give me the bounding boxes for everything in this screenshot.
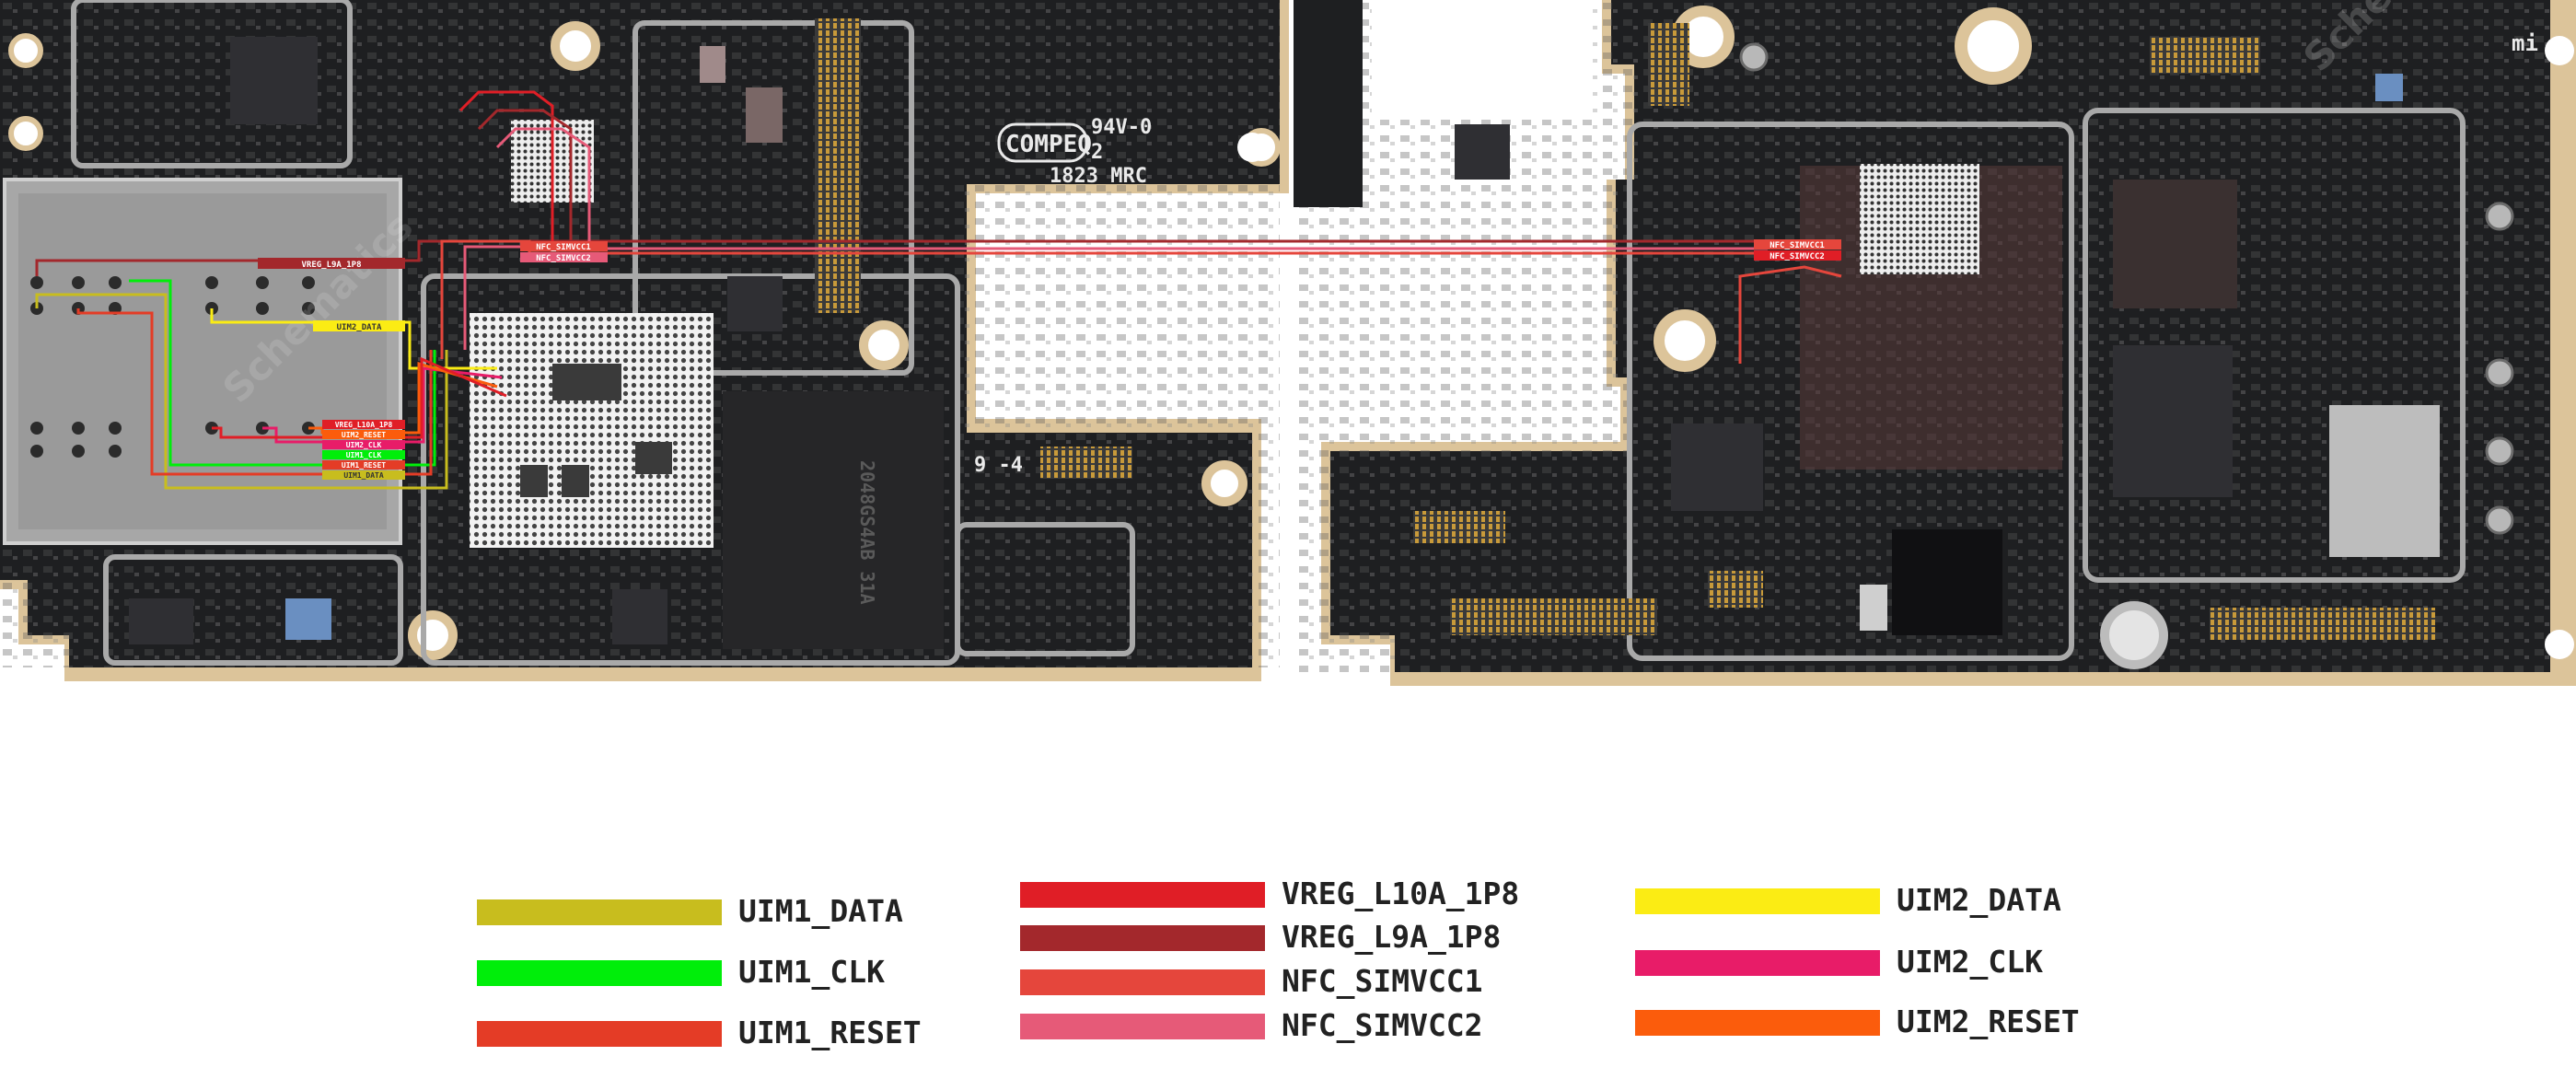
silkscreen-date-code: 1823 MRC [1050, 165, 1147, 188]
stack-tag-bg [322, 440, 405, 449]
silkscreen-brand-mark: mi [2512, 30, 2538, 56]
stack-tag-bg [322, 470, 405, 480]
pcb-board-diagram: 2048GS4AB 31A COMPEQ 94V-0 2 1823 MRC 9 … [0, 0, 2576, 686]
legend-swatch [477, 899, 722, 925]
legend-label: NFC_SIMVCC1 [1282, 963, 1483, 999]
legend-swatch [477, 1021, 722, 1047]
legend-swatch [1020, 1014, 1265, 1039]
soc-chip [470, 313, 714, 548]
chip-marking: 2048GS4AB 31A [856, 460, 878, 605]
stack-tag-bg [322, 460, 405, 470]
legend-swatch [1635, 950, 1880, 976]
silkscreen-layer-mark: 9 -4 [974, 454, 1023, 477]
legend-label: UIM2_DATA [1897, 882, 2061, 918]
legend-label: UIM1_CLK [738, 954, 885, 990]
legend-label: UIM1_RESET [738, 1015, 922, 1050]
legend-label: UIM2_CLK [1897, 944, 2043, 980]
legend-label: UIM1_DATA [738, 893, 903, 929]
stack-tag-label: UIM1_DATA [343, 471, 384, 480]
silkscreen-rating: 94V-0 [1091, 116, 1152, 139]
legend-label: NFC_SIMVCC2 [1282, 1007, 1483, 1043]
tag-nfc2: NFC_SIMVCC2 [536, 254, 591, 263]
tag-right-nfc1: NFC_SIMVCC1 [1770, 241, 1825, 250]
legend-swatch [1635, 1010, 1880, 1036]
legend-swatch [1020, 882, 1265, 908]
stack-tag-label: UIM2_RESET [342, 431, 386, 439]
silkscreen-revision: 2 [1091, 141, 1103, 164]
right-board: mi Schematics [1289, 0, 2576, 686]
pin-label-tags: VREG_L9A_1P8 UIM2_DATA NFC_SIMVCC1 NFC_S… [258, 239, 1841, 480]
tag-left-vreg: VREG_L9A_1P8 [301, 261, 361, 270]
tag-nfc1: NFC_SIMVCC1 [536, 243, 591, 252]
stack-tag-label: VREG_L10A_1P8 [335, 421, 393, 429]
tag-right-nfc2: NFC_SIMVCC2 [1770, 252, 1825, 261]
legend-swatch [1020, 925, 1265, 951]
left-board: 2048GS4AB 31A COMPEQ 94V-0 2 1823 MRC 9 … [0, 0, 1289, 681]
stack-tag-label: UIM2_CLK [346, 441, 382, 449]
stack-tag-bg [322, 430, 405, 439]
legend-swatch [1020, 969, 1265, 995]
legend-swatch [477, 960, 722, 986]
memory-chip [723, 391, 944, 649]
stack-tag-bg [322, 450, 405, 459]
stack-tag-label: UIM1_CLK [346, 451, 382, 459]
stack-tag-label: UIM1_RESET [342, 461, 386, 470]
legend-label: VREG_L9A_1P8 [1282, 919, 1502, 955]
tag-uim2-data: UIM2_DATA [337, 323, 382, 332]
silkscreen-maker: COMPEQ [1005, 131, 1092, 158]
legend-label: VREG_L10A_1P8 [1282, 876, 1520, 911]
legend-label: UIM2_RESET [1897, 1004, 2080, 1039]
flex-connector [815, 18, 861, 313]
legend-swatch [1635, 888, 1880, 914]
stack-tag-bg [322, 420, 405, 429]
